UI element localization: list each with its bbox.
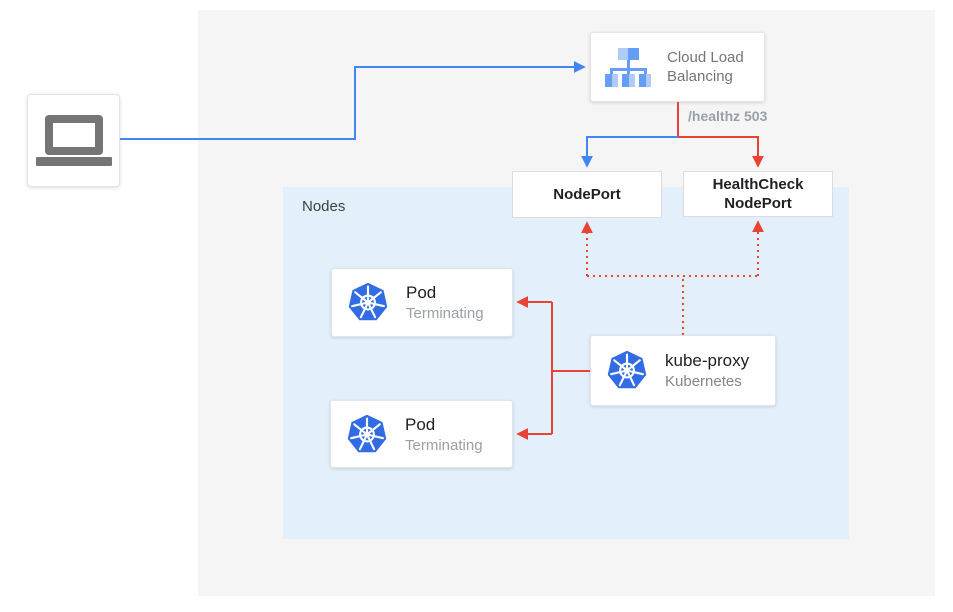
nodeport-card: NodePort (512, 171, 662, 218)
healthz-status-label: /healthz 503 (688, 108, 768, 124)
cloud-load-balancing-icon (605, 47, 651, 87)
pod-title: Pod (406, 283, 437, 302)
kubernetes-icon (348, 282, 388, 321)
cloud-load-balancing-card: Cloud Load Balancing (590, 32, 765, 102)
kube-proxy-title: kube-proxy (665, 351, 750, 370)
client-laptop-card (27, 94, 120, 187)
pod-status: Terminating (405, 436, 483, 454)
pod-card-1: Pod Terminating (331, 268, 513, 337)
kubernetes-icon (347, 414, 387, 452)
healthcheck-nodeport-card: HealthCheck NodePort (683, 171, 833, 217)
kubernetes-icon (607, 350, 647, 389)
laptop-icon (35, 115, 112, 166)
pod-title: Pod (405, 414, 436, 434)
kube-proxy-subtitle: Kubernetes (665, 373, 742, 390)
cloud-load-balancing-label: Cloud Load Balancing (667, 49, 744, 85)
pod-status: Terminating (406, 305, 484, 322)
nodes-group-label: Nodes (302, 198, 346, 215)
pod-card-2: Pod Terminating (330, 400, 513, 468)
kube-proxy-card: kube-proxy Kubernetes (590, 335, 776, 406)
